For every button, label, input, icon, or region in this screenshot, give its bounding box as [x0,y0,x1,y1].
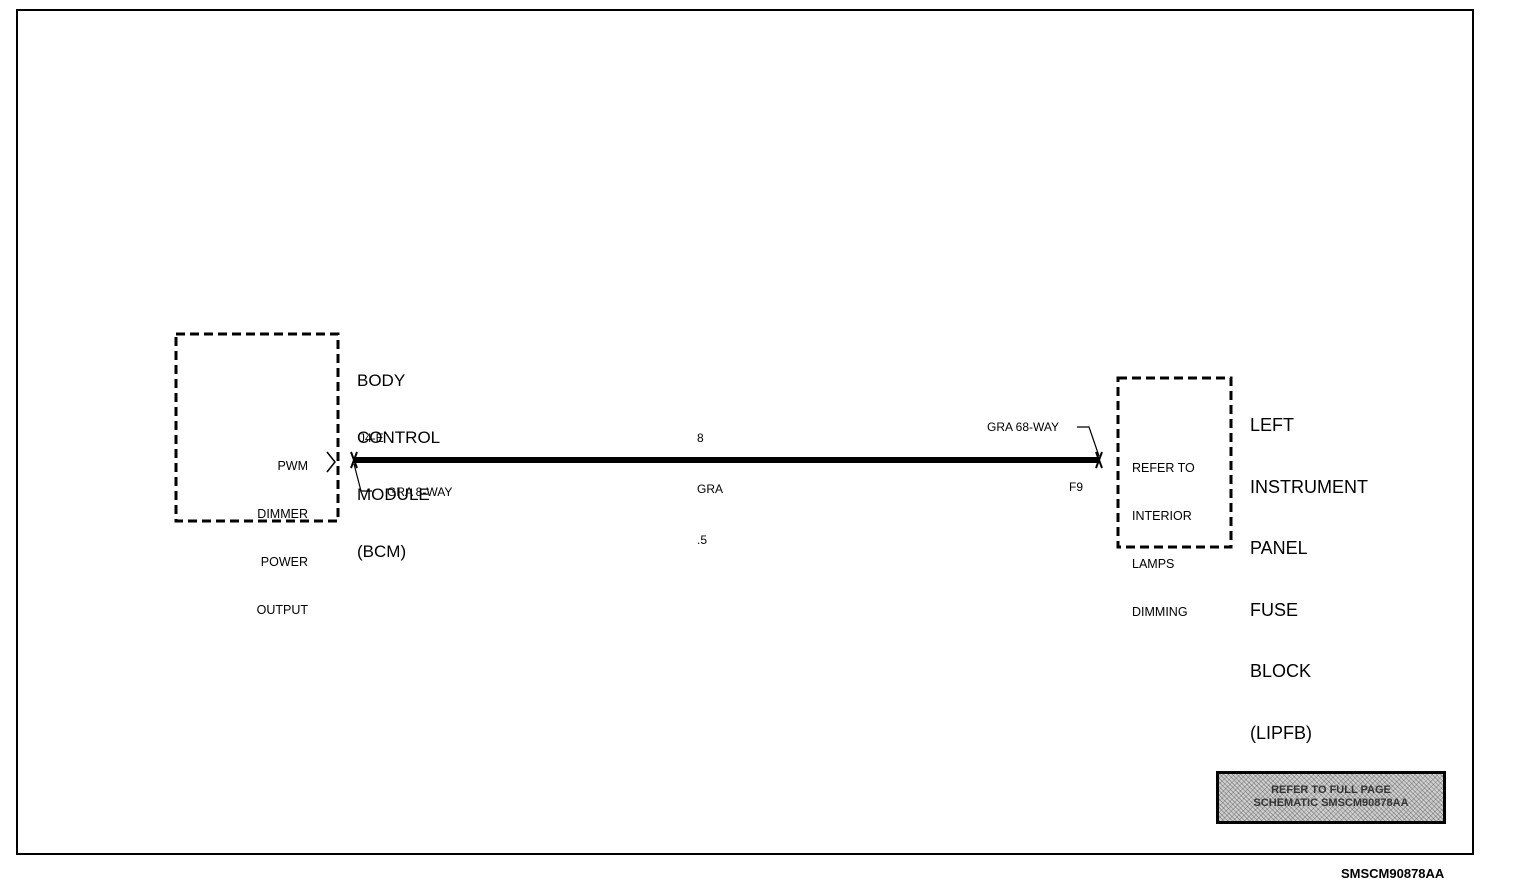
lipfb-title-line: (LIPFB) [1250,722,1313,743]
bcm-title-line: CONTROL [357,428,441,447]
bcm-pin-label-line: DIMMER [257,507,308,521]
bcm-pin-label-line: PWM [277,459,308,473]
full-page-reference-stamp: REFER TO FULL PAGE SCHEMATIC SMSCM90878A… [1216,771,1446,824]
lipfb-title-line: INSTRUMENT [1250,476,1368,497]
lipfb-connector-desc: GRA 68-WAY [987,420,1060,434]
stamp-line: SCHEMATIC SMSCM90878AA [1253,797,1409,809]
bcm-pin-label: PWM DIMMER POWER OUTPUT [236,426,308,634]
wire-circuit: 8 [697,431,704,445]
lipfb-title-line: BLOCK [1250,661,1312,681]
bcm-title-line: MODULE [357,485,430,504]
bcm-title-line: BODY [357,371,406,390]
wire-gauge: .5 [697,533,708,547]
lipfb-refer-note: REFER TO INTERIOR LAMPS DIMMING [1132,428,1195,636]
refer-note-line: INTERIOR [1132,509,1192,523]
bcm-connector-leader [353,463,372,492]
wire-color: GRA [697,482,724,496]
refer-note-line: REFER TO [1132,461,1195,475]
lipfb-title-line: FUSE [1250,599,1299,620]
lipfb-title: LEFT INSTRUMENT PANEL FUSE BLOCK (LIPFB) [1250,374,1368,764]
lipfb-title-line: PANEL [1250,538,1308,558]
bcm-dashed-box [174,332,340,523]
lipfb-cavity: F9 [1069,480,1084,494]
bcm-pin-symbol [326,451,336,473]
bcm-title: BODY CONTROL MODULE (BCM) [357,333,440,580]
lipfb-title-line: LEFT [1250,415,1295,435]
bcm-connector-cavity: J4-E [359,431,384,445]
lipfb-dashed-box [1116,376,1233,549]
stamp-line: REFER TO FULL PAGE [1271,784,1391,796]
refer-note-line: LAMPS [1132,557,1175,571]
lipfb-connector-cap-b [1095,451,1103,469]
bcm-title-line: (BCM) [357,542,407,561]
bcm-pin-label-line: OUTPUT [256,603,308,617]
lipfb-connector-leader [1077,426,1100,457]
bcm-pin-label-line: POWER [260,555,308,569]
figure-code: SMSCM90878AA [1341,866,1445,881]
bcm-connector-cap-b [350,451,358,469]
diagram-frame [16,9,1474,855]
refer-note-line: DIMMING [1132,605,1188,619]
wire-label: 8 GRA .5 [697,396,723,566]
bcm-connector-desc: GRA 8-WAY [387,485,453,499]
